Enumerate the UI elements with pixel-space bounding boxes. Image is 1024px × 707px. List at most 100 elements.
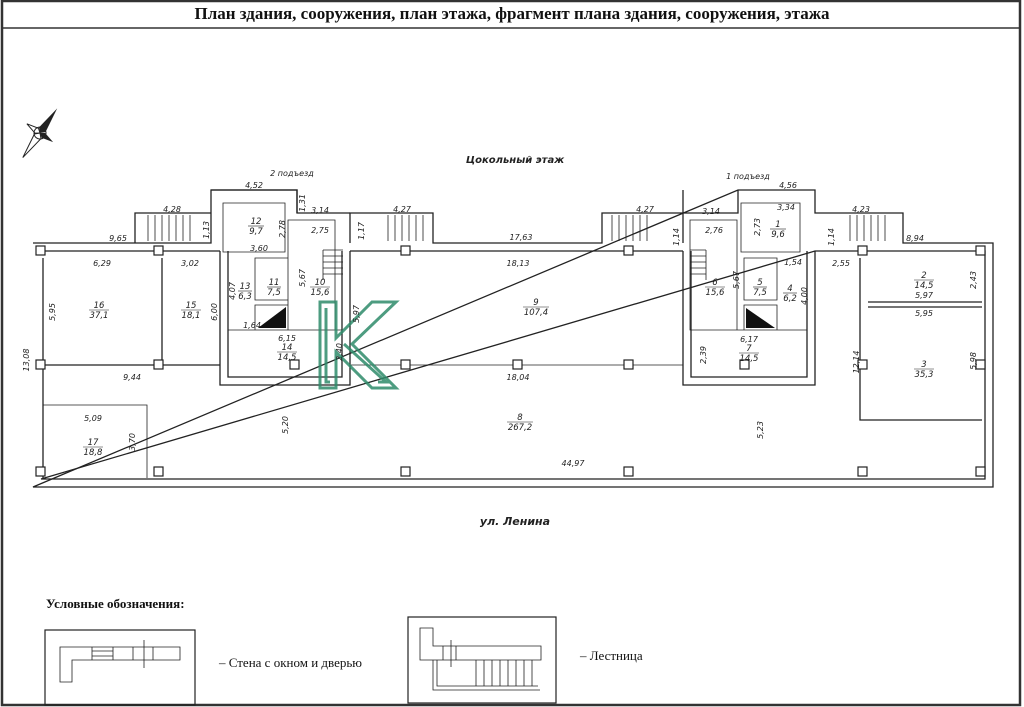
plan-drawing-element (40, 132, 54, 143)
room-area: 15,6 (706, 288, 726, 298)
room-11: 117,5 (267, 278, 281, 298)
dimension-label: 3,60 (250, 244, 268, 253)
plan-drawing-element (419, 627, 542, 691)
plan-drawing-element (689, 202, 807, 331)
room-area: 14,5 (915, 281, 934, 291)
plan-drawing-element (387, 215, 424, 241)
room-number: 3 (921, 360, 926, 370)
dimension-label: 5,97 (352, 304, 361, 323)
dimension-label: 5,67 (298, 268, 307, 287)
dimension-label: 18,13 (507, 259, 530, 268)
room-area: 9,7 (249, 227, 263, 237)
plan-drawing-element (690, 249, 707, 280)
room-number: 15 (186, 301, 197, 311)
plan-drawing-element (324, 308, 390, 384)
dimension-label: 44,97 (562, 459, 586, 468)
room-13: 136,3 (238, 282, 252, 302)
plan-drawing-element (39, 108, 58, 133)
dimension-label: 2,76 (705, 226, 723, 235)
dimension-label: 5,95 (48, 303, 57, 321)
plan-drawing-element (258, 307, 286, 328)
plan-drawing-element (134, 189, 350, 243)
plan-drawing-element (512, 359, 523, 370)
room-area: 15,6 (311, 288, 331, 298)
room-number: 7 (746, 344, 752, 354)
legend-heading: Условные обозначения: (46, 596, 185, 611)
dimension-label: 12,14 (852, 351, 861, 374)
plan-drawing-element (975, 359, 986, 370)
room-1: 19,6 (770, 220, 786, 240)
dimension-label: 5,23 (756, 421, 765, 439)
dimension-label: 17,63 (510, 233, 533, 242)
sheet-title: План здания, сооружения, план этажа, фра… (194, 4, 830, 23)
plan-drawing-element (623, 466, 634, 477)
room-7: 714,5 (739, 344, 759, 364)
room-area: 6,3 (238, 292, 252, 302)
dimension-label: 8,94 (906, 234, 924, 243)
legend-stair-symbol (407, 616, 557, 704)
dimension-label: 18,04 (507, 373, 530, 382)
dimension-label: 9,65 (109, 234, 127, 243)
entrance-2-label: 2 подъезд (270, 169, 314, 178)
room-area: 9,6 (771, 230, 785, 240)
dimension-label: 1,64 (243, 321, 261, 330)
plan-drawing-element (322, 249, 343, 280)
room-area: 107,4 (524, 308, 548, 318)
room-3: 335,3 (914, 360, 934, 380)
room-6: 615,6 (705, 278, 725, 298)
room-number: 10 (315, 278, 326, 288)
plan-drawing-element (683, 190, 739, 214)
plan-drawing-element (43, 404, 148, 478)
dimension-label: 1,31 (298, 194, 307, 212)
dimension-label: 4,27 (636, 205, 655, 214)
plan-drawing-element (623, 359, 634, 370)
dimension-label: 4,07 (228, 281, 237, 300)
plan-drawing-element (35, 245, 46, 256)
dimension-labels: 4,52 1,31 3,14 4,27 4,28 9,65 1,13 2,78 … (22, 181, 978, 468)
room-number: 4 (787, 284, 792, 294)
room-number: 8 (517, 413, 523, 423)
dimension-label: 2,78 (278, 220, 287, 238)
plan-drawing-element (739, 359, 750, 370)
plan-drawing-element (407, 616, 557, 704)
plan-drawing-element (400, 245, 411, 256)
plan-drawing-element (857, 466, 868, 477)
dimension-label: 2,43 (969, 271, 978, 289)
room-area: 37,1 (90, 311, 109, 321)
dimension-label: 1,13 (202, 221, 211, 239)
watermark-logo (318, 300, 400, 390)
plan-drawing-element (318, 300, 400, 390)
plan-drawing-element (859, 258, 982, 421)
columns (35, 245, 986, 477)
room-area: 14,5 (740, 354, 759, 364)
dimension-label: 6,17 (740, 335, 759, 344)
dimension-label: 4,00 (800, 287, 809, 305)
room-area: 7,5 (753, 288, 767, 298)
plan-drawing-element (400, 359, 411, 370)
plan-drawing-element (147, 215, 191, 241)
dimension-label: 3,14 (311, 206, 329, 215)
room-number: 14 (282, 343, 293, 353)
dimension-label: 6,00 (210, 303, 219, 321)
room-number: 11 (269, 278, 280, 288)
room-number: 2 (921, 271, 926, 281)
plan-drawing-element (59, 640, 181, 683)
north-compass-icon (22, 108, 58, 158)
building-walls (32, 189, 994, 488)
room-number: 12 (251, 217, 262, 227)
room-5: 57,5 (753, 278, 767, 298)
entrance-1-label: 1 подъезд (726, 172, 770, 181)
plan-drawing-element (623, 245, 634, 256)
dimension-label: 4,28 (163, 205, 181, 214)
plan-drawing-element (22, 132, 42, 158)
plan-drawing-element (33, 126, 47, 140)
room-area: 267,2 (508, 423, 532, 433)
room-number: 13 (240, 282, 251, 292)
